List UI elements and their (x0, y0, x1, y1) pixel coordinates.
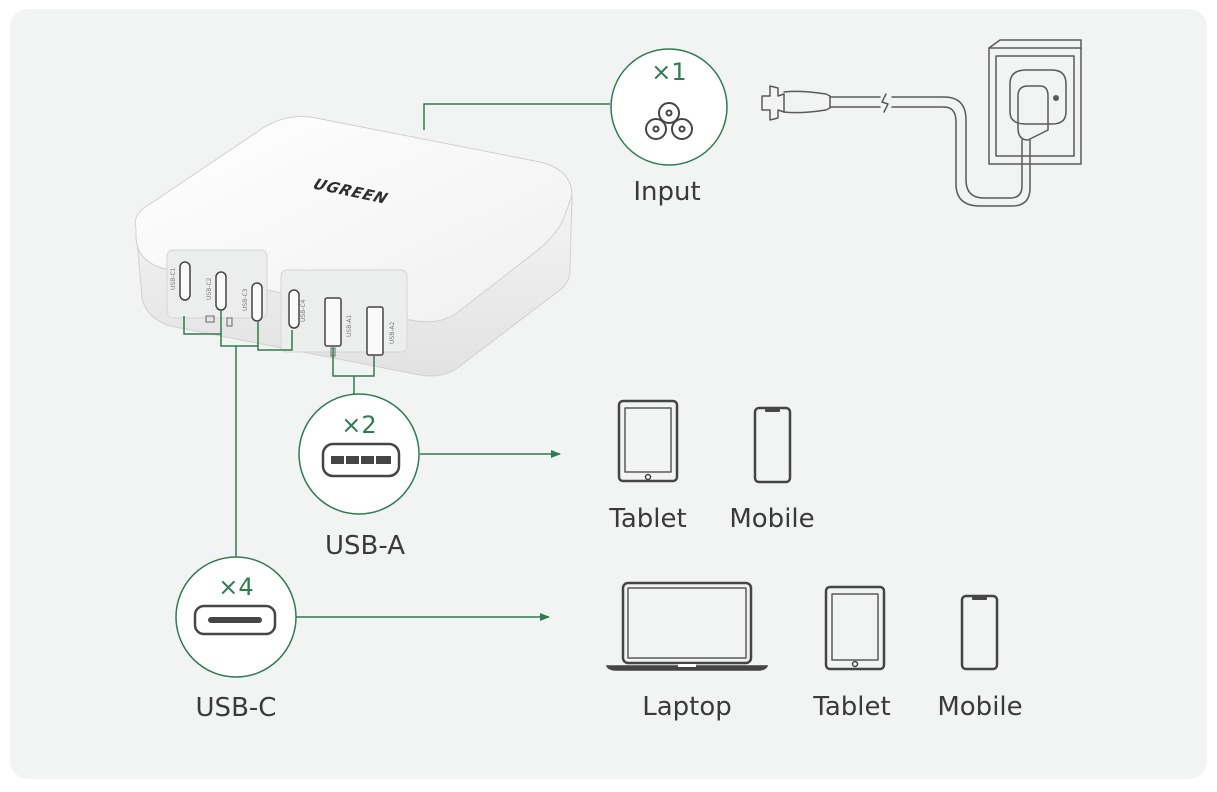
usb-c-device-label-laptop: Laptop (642, 692, 732, 722)
tablet-icon (617, 399, 679, 483)
usb-a2-port (366, 306, 384, 356)
port-label-usb-c1: USB-C1 (170, 267, 177, 290)
mobile-icon (960, 594, 999, 671)
wall-socket-icon (988, 39, 1082, 165)
port-label-usb-a1: USB-A1 (346, 315, 353, 337)
usb-a-device-label-tablet: Tablet (608, 504, 686, 534)
tablet-icon (824, 585, 886, 671)
usb-c-indicator-icon-2 (226, 317, 233, 327)
usb-c4-port (288, 289, 300, 329)
usb-a-device-label-mobile: Mobile (729, 504, 814, 534)
port-label-usb-c2: USB-C2 (206, 277, 213, 300)
usb-a-label: USB-A (325, 531, 405, 561)
usb-c-indicator-icon (205, 315, 215, 323)
usb-c2-port (215, 271, 227, 311)
mobile-icon (753, 406, 792, 484)
port-label-usb-c4: USB-C4 (300, 299, 307, 322)
port-panel: USB-C1 USB-C2 USB-C3 USB-C4 USB-A1 USB-A… (166, 249, 408, 357)
port-label-usb-a2: USB-A2 (389, 322, 396, 344)
input-badge: ×1 (610, 48, 728, 166)
usb-a-badge: ×2 (298, 393, 420, 515)
power-plug-icon (761, 85, 1031, 207)
usb-a-count: ×2 (341, 411, 376, 439)
power-input-icon (645, 102, 693, 140)
usb-c-label: USB-C (196, 693, 277, 723)
usb-a1-port (324, 297, 342, 347)
usb-c-port-icon (193, 604, 277, 636)
usb-c1-port (179, 261, 191, 301)
usb-c3-port (251, 282, 263, 322)
usb-c-device-label-mobile: Mobile (937, 692, 1022, 722)
port-label-usb-c3: USB-C3 (242, 288, 249, 311)
input-line (423, 103, 610, 130)
usb-c-count: ×4 (218, 573, 253, 601)
usb-c-bracket-line (183, 316, 293, 351)
usb-c-badge: ×4 (175, 556, 297, 678)
laptop-icon (605, 581, 769, 671)
usb-c-device-label-tablet: Tablet (812, 692, 890, 722)
connector-lines (183, 103, 610, 621)
input-label: Input (633, 177, 700, 207)
input-count: ×1 (651, 58, 686, 86)
usb-a-port-icon (321, 442, 401, 478)
